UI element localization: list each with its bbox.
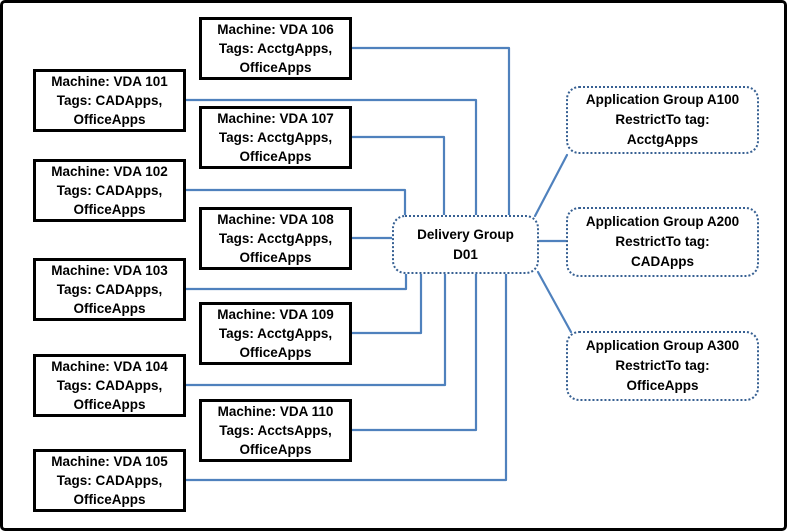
restrict-tag: CADApps bbox=[631, 254, 694, 269]
machine-tag-line-2: OfficeApps bbox=[239, 345, 312, 360]
machine-node-vda-103: Machine: VDA 103 Tags: CADApps, OfficeAp… bbox=[33, 258, 186, 321]
connector-vda-104-to-d01 bbox=[184, 272, 447, 387]
restrict-tag: OfficeApps bbox=[626, 378, 699, 393]
delivery-group-node: Delivery Group D01 bbox=[392, 215, 539, 274]
machine-node-vda-109: Machine: VDA 109 Tags: AcctgApps, Office… bbox=[199, 302, 352, 365]
machine-tag-line-2: OfficeApps bbox=[73, 397, 146, 412]
machine-node-vda-110: Machine: VDA 110 Tags: AcctsApps, Office… bbox=[199, 399, 352, 462]
machine-name: Machine: VDA 109 bbox=[217, 307, 334, 322]
machine-name: Machine: VDA 102 bbox=[51, 164, 168, 179]
machine-tag-line-1: Tags: AcctgApps, bbox=[218, 130, 333, 145]
machine-tag-line-1: Tags: AcctgApps, bbox=[218, 231, 333, 246]
machine-name: Machine: VDA 107 bbox=[217, 111, 334, 126]
machine-name: Machine: VDA 101 bbox=[51, 74, 168, 89]
app-group-title: Application Group A300 bbox=[585, 338, 740, 353]
machine-node-vda-101: Machine: VDA 101 Tags: CADApps, OfficeAp… bbox=[33, 69, 186, 132]
machine-tag-line-2: OfficeApps bbox=[239, 60, 312, 75]
machine-tag-line-1: Tags: CADApps, bbox=[56, 183, 163, 198]
machine-name: Machine: VDA 103 bbox=[51, 263, 168, 278]
machine-name: Machine: VDA 105 bbox=[51, 454, 168, 469]
connector-vda-109-to-d01 bbox=[350, 272, 423, 335]
connector-vda-106-to-d01 bbox=[350, 46, 511, 217]
restrict-to-label: RestrictTo tag: bbox=[615, 112, 710, 127]
restrict-to-label: RestrictTo tag: bbox=[615, 358, 710, 373]
connector-vda-105-to-d01 bbox=[184, 272, 508, 482]
machine-tag-line-2: OfficeApps bbox=[73, 112, 146, 127]
connector-vda-102-to-d01 bbox=[184, 188, 407, 217]
connector-d01-to-a100 bbox=[533, 153, 569, 218]
delivery-group-name: Delivery Group bbox=[417, 226, 514, 242]
machine-node-vda-104: Machine: VDA 104 Tags: CADApps, OfficeAp… bbox=[33, 354, 186, 417]
machine-tag-line-1: Tags: AcctgApps, bbox=[218, 41, 333, 56]
machine-node-vda-106: Machine: VDA 106 Tags: AcctgApps, Office… bbox=[199, 17, 352, 80]
machine-tag-line-1: Tags: AcctgApps, bbox=[218, 326, 333, 341]
machine-name: Machine: VDA 110 bbox=[217, 404, 334, 419]
app-group-node-a300: Application Group A300 RestrictTo tag: O… bbox=[566, 331, 759, 401]
machine-tag-line-1: Tags: CADApps, bbox=[56, 473, 163, 488]
app-group-title: Application Group A200 bbox=[585, 214, 740, 229]
connector-vda-110-to-d01 bbox=[350, 272, 478, 432]
machine-tag-line-2: OfficeApps bbox=[239, 442, 312, 457]
machine-tag-line-2: OfficeApps bbox=[73, 202, 146, 217]
app-group-title: Application Group A100 bbox=[585, 92, 740, 107]
machine-node-vda-105: Machine: VDA 105 Tags: CADApps, OfficeAp… bbox=[33, 449, 186, 512]
connector-d01-to-a300 bbox=[536, 270, 573, 334]
connector-vda-101-to-d01 bbox=[184, 98, 478, 217]
machine-node-vda-102: Machine: VDA 102 Tags: CADApps, OfficeAp… bbox=[33, 159, 186, 222]
machine-tag-line-1: Tags: CADApps, bbox=[56, 282, 163, 297]
connector-vda-107-to-d01 bbox=[350, 135, 446, 217]
machine-tag-line-1: Tags: AcctsApps, bbox=[219, 423, 332, 438]
restrict-to-label: RestrictTo tag: bbox=[615, 234, 710, 249]
machine-tag-line-2: OfficeApps bbox=[73, 492, 146, 507]
connector-lines bbox=[184, 46, 573, 482]
connector-vda-103-to-d01 bbox=[184, 272, 408, 291]
machine-tag-line-1: Tags: CADApps, bbox=[56, 378, 163, 393]
machine-name: Machine: VDA 108 bbox=[217, 212, 334, 227]
delivery-group-id: D01 bbox=[453, 246, 478, 262]
machine-name: Machine: VDA 106 bbox=[217, 22, 334, 37]
app-group-node-a200: Application Group A200 RestrictTo tag: C… bbox=[566, 207, 759, 277]
machine-tag-line-2: OfficeApps bbox=[239, 250, 312, 265]
machine-tag-line-1: Tags: CADApps, bbox=[56, 93, 163, 108]
machine-node-vda-107: Machine: VDA 107 Tags: AcctgApps, Office… bbox=[199, 106, 352, 169]
restrict-tag: AcctgApps bbox=[626, 132, 699, 147]
app-group-node-a100: Application Group A100 RestrictTo tag: A… bbox=[566, 86, 759, 154]
machine-node-vda-108: Machine: VDA 108 Tags: AcctgApps, Office… bbox=[199, 207, 352, 270]
machine-tag-line-2: OfficeApps bbox=[239, 149, 312, 164]
machine-name: Machine: VDA 104 bbox=[51, 359, 168, 374]
machine-tag-line-2: OfficeApps bbox=[73, 301, 146, 316]
